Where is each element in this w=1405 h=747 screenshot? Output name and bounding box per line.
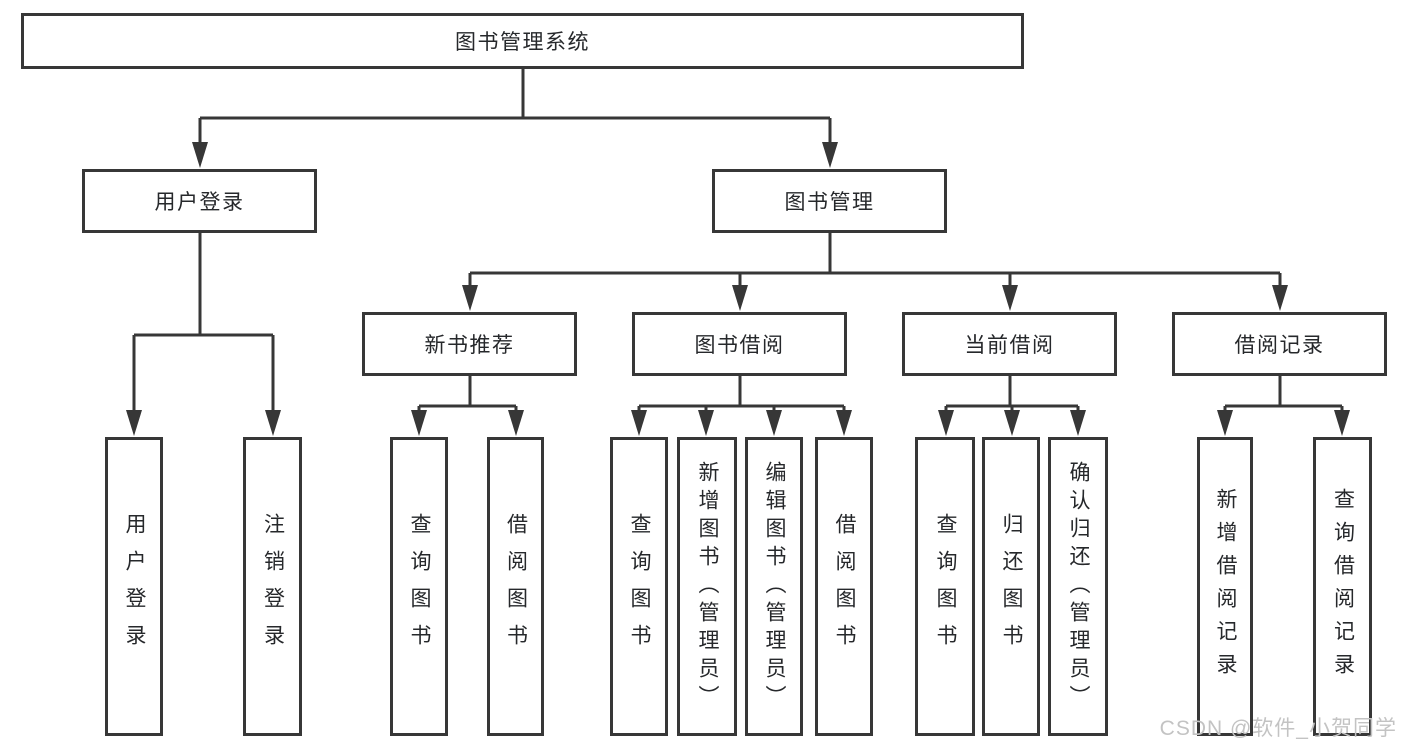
- node-borrow-records: 借阅记录: [1172, 312, 1387, 376]
- watermark: CSDN @软件_小贺同学: [1159, 717, 1397, 740]
- leaf-query-books-recommend: 查询图书: [390, 437, 448, 736]
- leaf-add-book-admin: 新增图书（管理员）: [677, 437, 737, 736]
- connector-currentborrow-to-leaves: [938, 376, 1086, 436]
- leaf-user-login: 用户登录: [105, 437, 163, 736]
- leaf-borrow-books-recommend: 借阅图书: [487, 437, 544, 736]
- node-new-book-recommend: 新书推荐: [362, 312, 577, 376]
- node-user-login: 用户登录: [82, 169, 317, 233]
- leaf-query-books-current: 查询图书: [915, 437, 975, 736]
- connector-newbook-to-leaves: [411, 376, 524, 436]
- connector-records-to-leaves: [1217, 376, 1350, 436]
- connector-bookmgmt-to-level2: [462, 233, 1288, 311]
- connector-userlogin-to-leaves: [126, 233, 281, 436]
- leaf-return-book: 归还图书: [982, 437, 1040, 736]
- leaf-logout: 注销登录: [243, 437, 302, 736]
- leaf-borrow-books-borrow: 借阅图书: [815, 437, 873, 736]
- leaf-confirm-return-admin: 确认归还（管理员）: [1048, 437, 1108, 736]
- connector-root-to-level1: [192, 69, 838, 168]
- node-current-borrow: 当前借阅: [902, 312, 1117, 376]
- connector-bookborrow-to-leaves: [631, 376, 852, 436]
- leaf-edit-book-admin: 编辑图书（管理员）: [745, 437, 803, 736]
- leaf-add-borrow-record: 新增借阅记录: [1197, 437, 1253, 736]
- node-book-borrow: 图书借阅: [632, 312, 847, 376]
- leaf-query-borrow-record: 查询借阅记录: [1313, 437, 1372, 736]
- node-root: 图书管理系统: [21, 13, 1024, 69]
- leaf-query-books-borrow: 查询图书: [610, 437, 668, 736]
- node-book-management: 图书管理: [712, 169, 947, 233]
